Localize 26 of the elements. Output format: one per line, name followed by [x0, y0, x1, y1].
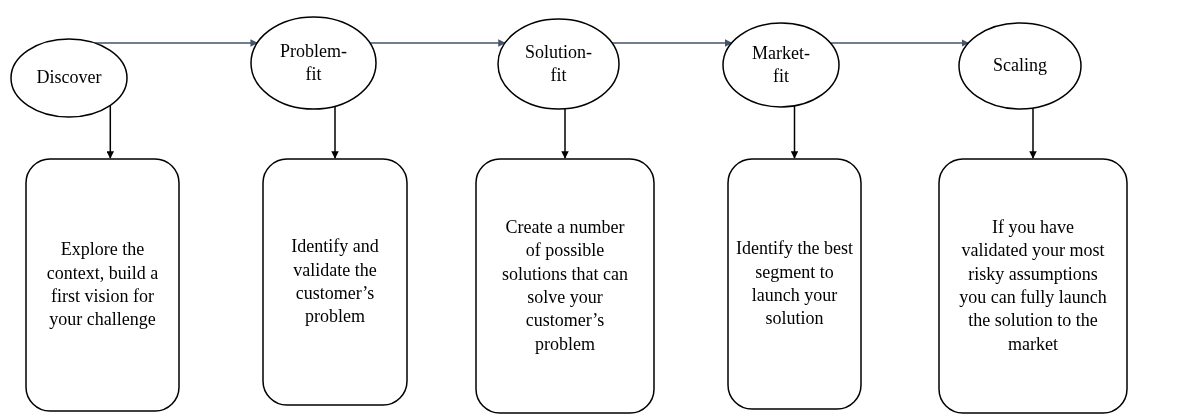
arrow — [561, 108, 569, 159]
description-box — [938, 158, 1128, 414]
stage-label: Discover — [36, 66, 102, 90]
description-text: If you have validated your most risky assumptions you can fully launch the solution to the market — [958, 215, 1108, 356]
stage-ellipse — [958, 22, 1082, 110]
description-text: Identify the best segment to launch your solution — [735, 237, 854, 331]
stage-ellipse — [722, 22, 840, 108]
stage-ellipse — [10, 38, 128, 118]
description-box — [262, 158, 408, 406]
stage-ellipse — [497, 18, 620, 110]
description-text: Create a number of possible solutions that can solve your customer’s problem — [501, 215, 629, 356]
arrow — [1029, 107, 1037, 159]
stage-label: Problem-fit — [279, 39, 348, 86]
arrow — [790, 105, 799, 159]
arrow — [331, 105, 339, 159]
description-text: Explore the context, build a first vision for your challenge — [45, 238, 160, 332]
description-box — [727, 158, 862, 410]
arrow — [611, 39, 733, 47]
description-box — [25, 158, 180, 412]
stage-label: Market-fit — [751, 41, 811, 88]
description-text: Identify and validate the customer’s problem — [290, 235, 380, 329]
description-box — [475, 158, 655, 414]
stage-label: Scaling — [993, 54, 1047, 78]
arrow — [106, 104, 115, 159]
stage-ellipse — [250, 16, 377, 110]
stage-label: Solution-fit — [524, 40, 593, 87]
